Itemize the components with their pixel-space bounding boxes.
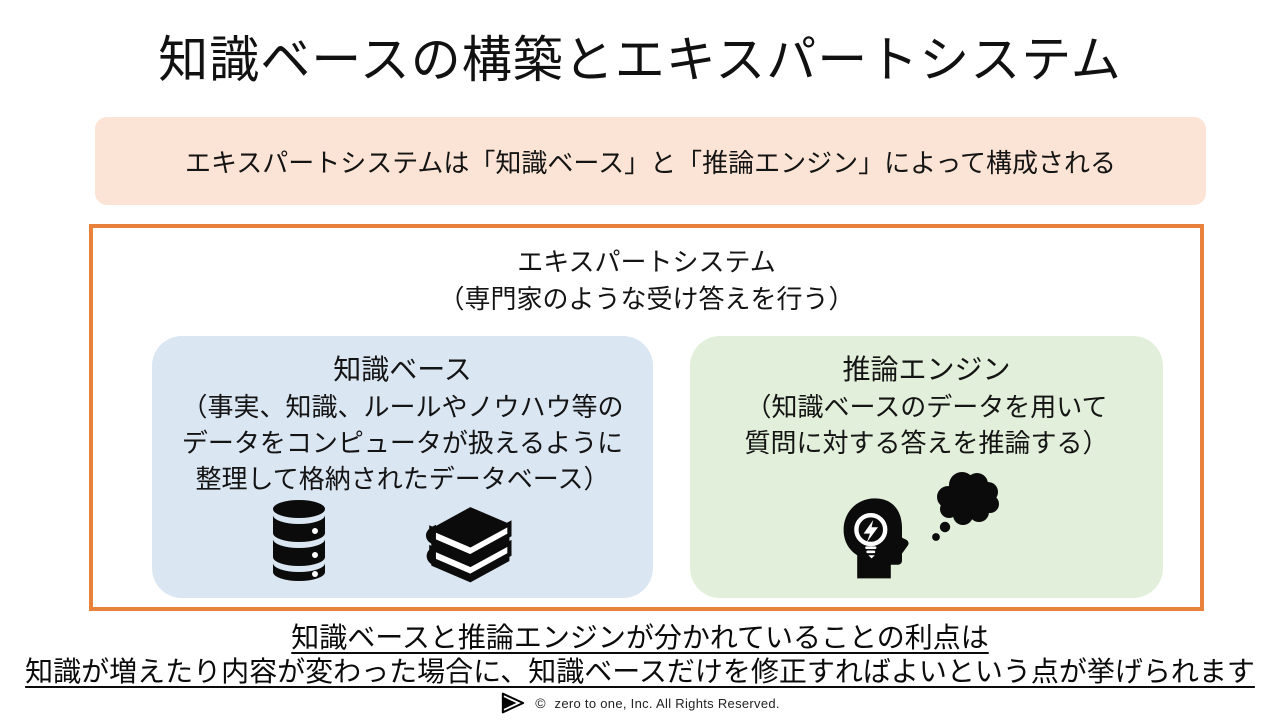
database-icon bbox=[273, 500, 325, 581]
summary-banner-text: エキスパートシステムは「知識ベース」と「推論エンジン」によって構成される bbox=[184, 147, 1117, 178]
footer: © zero to one, Inc. All Rights Reserved. bbox=[0, 692, 1280, 714]
knowledge-base-desc-line3: 整理して格納されたデータベース） bbox=[195, 464, 610, 494]
knowledge-base-description: （事実、知識、ルールやノウハウ等の データをコンピュータが扱えるように 整理して… bbox=[152, 389, 653, 497]
expert-system-heading: エキスパートシステム （専門家のような受け答えを行う） bbox=[93, 244, 1200, 318]
page-title: 知識ベースの構築とエキスパートシステム bbox=[158, 32, 1122, 88]
copyright-symbol: © bbox=[535, 695, 546, 711]
copyright-text: zero to one, Inc. All Rights Reserved. bbox=[554, 695, 780, 711]
inference-engine-desc-line1: （知識ベースのデータを用いて bbox=[745, 392, 1108, 422]
bottom-note: 知識ベースと推論エンジンが分かれていることの利点は 知識が増えたり内容が変わった… bbox=[0, 621, 1280, 689]
zero-to-one-logo-icon bbox=[502, 692, 525, 714]
expert-system-heading-line1: エキスパートシステム bbox=[517, 247, 776, 277]
inference-engine-title: 推論エンジン bbox=[842, 354, 1011, 385]
inference-engine-box: 推論エンジン （知識ベースのデータを用いて 質問に対する答えを推論する） bbox=[690, 336, 1163, 598]
inference-engine-description: （知識ベースのデータを用いて 質問に対する答えを推論する） bbox=[690, 389, 1163, 461]
knowledge-base-box: 知識ベース （事実、知識、ルールやノウハウ等の データをコンピュータが扱えるよう… bbox=[152, 336, 653, 598]
bottom-note-line2: 知識が増えたり内容が変わった場合に、知識ベースだけを修正すればよいという点が挙げ… bbox=[25, 656, 1255, 687]
knowledge-base-desc-line1: （事実、知識、ルールやノウハウ等の bbox=[181, 392, 624, 422]
knowledge-base-desc-line2: データをコンピュータが扱えるように bbox=[181, 428, 624, 458]
bottom-note-line1: 知識ベースと推論エンジンが分かれていることの利点は bbox=[291, 622, 989, 653]
thinking-head-icon bbox=[843, 498, 909, 579]
expert-system-box: エキスパートシステム （専門家のような受け答えを行う） 知識ベース （事実、知識… bbox=[89, 224, 1204, 611]
thought-cloud-icon bbox=[932, 472, 999, 541]
knowledge-base-title: 知識ベース bbox=[333, 354, 472, 385]
summary-banner: エキスパートシステムは「知識ベース」と「推論エンジン」によって構成される bbox=[95, 117, 1206, 205]
books-icon bbox=[425, 507, 512, 583]
expert-system-heading-line2: （専門家のような受け答えを行う） bbox=[438, 284, 855, 314]
inference-engine-desc-line2: 質問に対する答えを推論する） bbox=[744, 428, 1109, 458]
